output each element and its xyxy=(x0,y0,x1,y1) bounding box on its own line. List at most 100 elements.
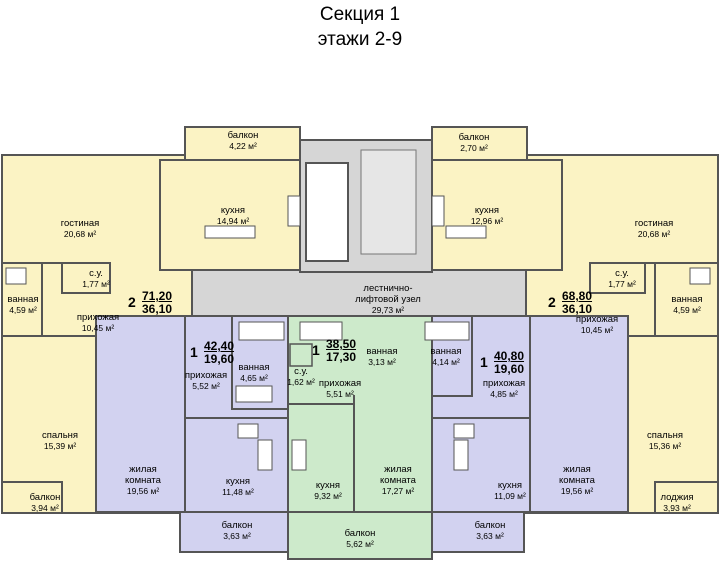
room-area: 11,48 м² xyxy=(222,487,254,497)
stair-lift-core xyxy=(191,139,527,317)
apartment-total-area: 40,80 xyxy=(494,349,525,363)
apartment-total-area: 42,40 xyxy=(204,339,235,353)
room-area: 5,51 м² xyxy=(326,389,354,399)
room-name: ванная xyxy=(430,346,462,357)
room-name: кухня xyxy=(220,205,246,216)
room-area: 19,56 м² xyxy=(560,486,594,496)
room-name-line2: комната xyxy=(380,475,416,486)
room-name: ванная xyxy=(7,294,39,305)
apartment-1room-a2 xyxy=(287,315,433,560)
room-name: кухня xyxy=(315,480,341,491)
apartment-rooms: 1 xyxy=(480,354,488,370)
room-area: 19,56 м² xyxy=(126,486,160,496)
room-name: гостиная xyxy=(634,218,674,229)
room-area: 20,68 м² xyxy=(637,229,671,239)
room-area: 4,59 м² xyxy=(9,305,37,315)
apartment-living-area: 36,10 xyxy=(142,302,173,316)
room-name: с.у. xyxy=(89,268,103,279)
room-area: 1,77 м² xyxy=(608,279,636,289)
room-name: балкон xyxy=(227,130,259,141)
room-area: 4,59 м² xyxy=(673,305,701,315)
room-area: 4,85 м² xyxy=(490,389,518,399)
room-name: прихожая xyxy=(318,378,362,389)
apartment-total-area: 71,20 xyxy=(142,289,173,303)
room-area: 11,09 м² xyxy=(494,491,526,501)
room-name: ванная xyxy=(238,362,270,373)
room-area: 10,45 м² xyxy=(81,323,115,333)
room-name: прихожая xyxy=(575,314,619,325)
room-area: 15,36 м² xyxy=(648,441,682,451)
room-area: 12,96 м² xyxy=(470,216,504,226)
room-name-line2: комната xyxy=(559,475,595,486)
room-name: кухня xyxy=(474,205,500,216)
apartment-1room-a3 xyxy=(431,315,629,553)
room-name: лестнично- xyxy=(363,283,413,294)
room-area: 1,77 м² xyxy=(82,279,110,289)
room-name: жилая xyxy=(384,464,412,475)
room-area: 4,65 м² xyxy=(240,373,268,383)
room-wc-a2: с.у.1,62 м² xyxy=(287,366,315,388)
room-name: балкон xyxy=(474,520,506,531)
apartment-total-area: 68,80 xyxy=(562,289,593,303)
room-area: 29,73 м² xyxy=(371,305,405,315)
room-name: балкон xyxy=(29,492,61,503)
room-area: 17,27 м² xyxy=(381,486,415,496)
apartment-rooms: 1 xyxy=(190,344,198,360)
floors-subtitle: этажи 2-9 xyxy=(317,29,403,50)
room-name: лоджия xyxy=(660,492,694,503)
room-name: с.у. xyxy=(615,268,629,279)
room-name: спальня xyxy=(41,430,79,441)
room-name: прихожая xyxy=(482,378,526,389)
room-name: спальня xyxy=(646,430,684,441)
room-area: 3,63 м² xyxy=(476,531,504,541)
room-name-line2: лифтовой узел xyxy=(355,294,421,305)
room-name: гостиная xyxy=(60,218,100,229)
room-area: 10,45 м² xyxy=(580,325,614,335)
section-title: Секция 1 xyxy=(319,4,401,25)
room-name: ванная xyxy=(366,346,398,357)
apartment-living-area: 19,60 xyxy=(494,362,525,376)
room-area: 1,62 м² xyxy=(287,377,315,387)
room-name: кухня xyxy=(225,476,251,487)
room-area: 4,22 м² xyxy=(229,141,257,151)
apartment-total-area: 38,50 xyxy=(326,337,357,351)
room-area: 3,63 м² xyxy=(223,531,251,541)
room-area: 2,70 м² xyxy=(460,143,488,153)
room-area: 3,13 м² xyxy=(368,357,396,367)
room-area: 20,68 м² xyxy=(63,229,97,239)
room-wc-left: с.у.1,77 м² xyxy=(82,268,110,290)
apartment-rooms: 2 xyxy=(548,294,556,310)
room-name: ванная xyxy=(671,294,703,305)
room-name: балкон xyxy=(344,528,376,539)
room-area: 14,94 м² xyxy=(216,216,250,226)
room-area: 3,93 м² xyxy=(663,503,691,513)
